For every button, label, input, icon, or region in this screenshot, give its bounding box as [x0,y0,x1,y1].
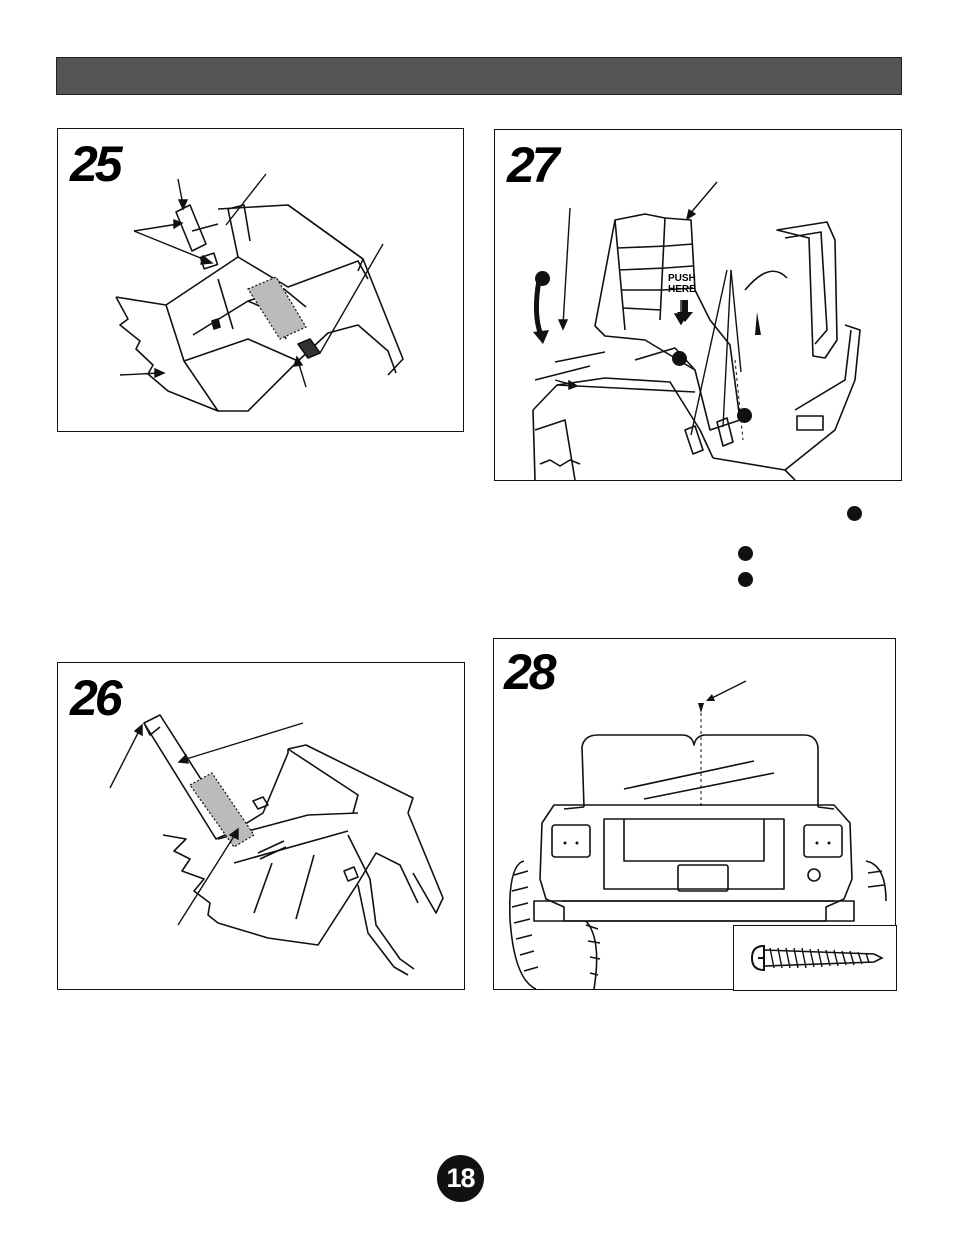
callout-dot-icon [738,572,753,587]
screw-inset [733,925,897,991]
step-27-panel: 27 [494,129,902,481]
screw-icon [734,926,896,990]
callout-dot-icon [535,271,550,286]
step-25-panel: 25 [57,128,464,432]
curved-arrow-icon [536,280,541,335]
callout-dot-icon [738,546,753,561]
step-27-illustration [495,130,901,480]
step-25-illustration [58,129,463,431]
down-arrow-icon [677,300,693,324]
push-here-label: PUSH HERE [668,273,696,295]
callout-dot-icon [847,506,862,521]
push-label-line1: PUSH [668,273,696,284]
push-label-line2: HERE [668,284,696,295]
page-number: 18 [437,1155,484,1202]
callout-dot-icon [737,408,752,423]
step-26-illustration [58,663,464,989]
callout-dot-icon [672,351,687,366]
section-header-bar [56,57,902,95]
step-26-panel: 26 [57,662,465,990]
